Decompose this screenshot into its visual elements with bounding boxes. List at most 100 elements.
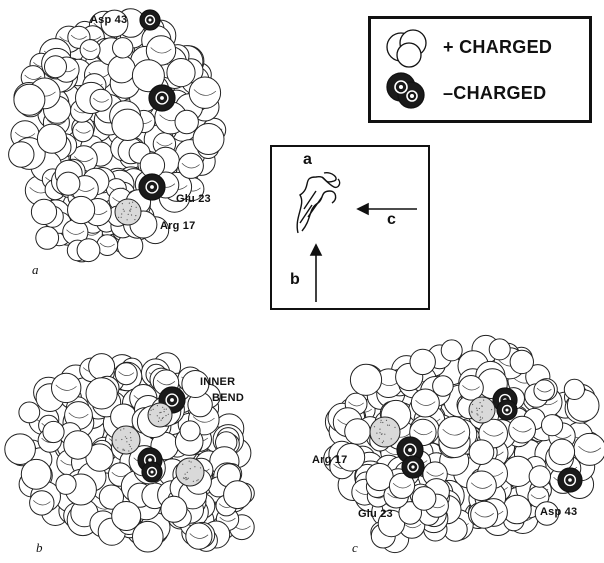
stipple-dot xyxy=(131,448,133,450)
charged-atom-b2-dot xyxy=(150,470,154,474)
atom-sphere xyxy=(470,500,499,529)
atom-contact-line xyxy=(70,34,87,40)
stipple-dot xyxy=(378,438,380,440)
stipple-dot xyxy=(157,420,160,422)
atom-sphere xyxy=(132,520,164,553)
asp43-charged-atom-ring xyxy=(144,14,156,26)
stipple-dot xyxy=(122,208,124,210)
atom-contact-line xyxy=(156,141,173,147)
legend-spheres xyxy=(386,29,427,109)
atom-contact-line xyxy=(33,500,51,506)
atom-sphere xyxy=(131,59,165,93)
panel-letter-b: b xyxy=(36,540,43,555)
atom-contact-line xyxy=(348,401,364,407)
stipple-dot xyxy=(192,480,194,482)
glu23-charged-atom-dot xyxy=(150,185,154,189)
atom-sphere xyxy=(8,141,35,168)
atom-sphere xyxy=(18,401,41,424)
stipple-dot xyxy=(481,405,483,407)
atom-sphere xyxy=(344,418,371,445)
atom-sphere xyxy=(533,379,556,402)
stipple-dot xyxy=(126,219,128,221)
atom-sphere xyxy=(509,349,534,375)
atom-sphere xyxy=(98,484,125,510)
atom-contact-line xyxy=(536,387,552,393)
stipple-dot xyxy=(165,415,167,417)
atom-contact-line xyxy=(14,131,36,138)
charged-atom-a1-ring xyxy=(155,91,169,105)
atom-contact-line xyxy=(470,482,493,489)
atom-contact-line xyxy=(474,511,494,518)
glu23-charged-atom-ring xyxy=(145,180,159,194)
charged-atom-c3-dot xyxy=(505,408,509,412)
atom-contact-line xyxy=(219,516,236,522)
atom-sphere xyxy=(548,438,576,466)
panel-letter-c: c xyxy=(352,540,358,555)
stipple-dot xyxy=(161,417,163,420)
stipple-dot xyxy=(160,419,162,421)
atom-contact-line xyxy=(156,379,176,386)
arg17-positive-atom xyxy=(114,198,142,226)
stipple-dot xyxy=(160,411,162,413)
stipple-dot xyxy=(491,409,493,411)
stipple-dot xyxy=(135,215,137,217)
stipple-dot xyxy=(382,440,385,442)
inner-bend-charged-atom-ring xyxy=(165,393,179,407)
asp43-charged-atom-dot xyxy=(148,18,152,22)
charged-atom-c3-ring xyxy=(501,404,513,416)
stipple-dot xyxy=(385,419,388,421)
positive-atom-c1 xyxy=(468,396,496,424)
stipple-dot xyxy=(126,437,128,439)
atom-sphere xyxy=(85,443,114,472)
stipple-dot xyxy=(123,428,125,430)
atom-sphere xyxy=(111,108,144,142)
stipple-dot xyxy=(124,436,126,438)
stipple-dot xyxy=(120,429,122,431)
atom-contact-line xyxy=(82,47,98,52)
stipple-dot xyxy=(162,406,164,408)
stipple-dot xyxy=(388,424,390,426)
stipple-dot xyxy=(480,418,482,420)
stipple-dot xyxy=(128,443,130,446)
label-asp43-c: Asp 43 xyxy=(540,506,578,518)
stipple-dot xyxy=(390,438,392,440)
inset-drawing xyxy=(296,171,417,302)
atom-contact-line xyxy=(442,428,466,436)
label-glu23-a: Glu 23 xyxy=(176,193,211,205)
stipple-dot xyxy=(118,216,120,218)
stipple-dot xyxy=(197,479,199,481)
stipple-dot xyxy=(199,467,202,469)
charged-atom-b1-dot xyxy=(148,458,152,462)
stipple-dot xyxy=(379,432,381,434)
atom-sphere xyxy=(42,420,65,444)
stipple-dot xyxy=(163,411,165,413)
atom-sphere xyxy=(192,123,225,155)
stipple-dot xyxy=(129,209,131,211)
atom-sphere xyxy=(56,171,81,196)
stipple-dot xyxy=(394,426,396,428)
atom-contact-line xyxy=(99,242,115,248)
stipple-dot xyxy=(132,201,134,203)
stipple-dot xyxy=(476,409,478,411)
atom-sphere xyxy=(79,39,101,61)
stipple-dot xyxy=(126,441,128,443)
stipple-dot xyxy=(130,214,133,216)
stipple-dot xyxy=(128,202,130,204)
stipple-dot xyxy=(156,415,158,417)
atom-contact-line xyxy=(93,97,109,103)
atom-sphere xyxy=(468,439,495,466)
atom-sphere xyxy=(112,37,134,59)
stipple-dot xyxy=(130,208,132,210)
positive-sphere-icon xyxy=(386,29,427,68)
stipple-dot xyxy=(152,408,154,410)
stipple-dot xyxy=(479,419,481,421)
atom-sphere xyxy=(179,420,201,442)
stipple-dot xyxy=(162,416,164,419)
stipple-dot xyxy=(130,439,132,441)
stipple-dot xyxy=(477,414,479,416)
stipple-dot xyxy=(167,413,169,415)
stipple-dot xyxy=(373,426,376,428)
atom-sphere xyxy=(67,195,96,225)
